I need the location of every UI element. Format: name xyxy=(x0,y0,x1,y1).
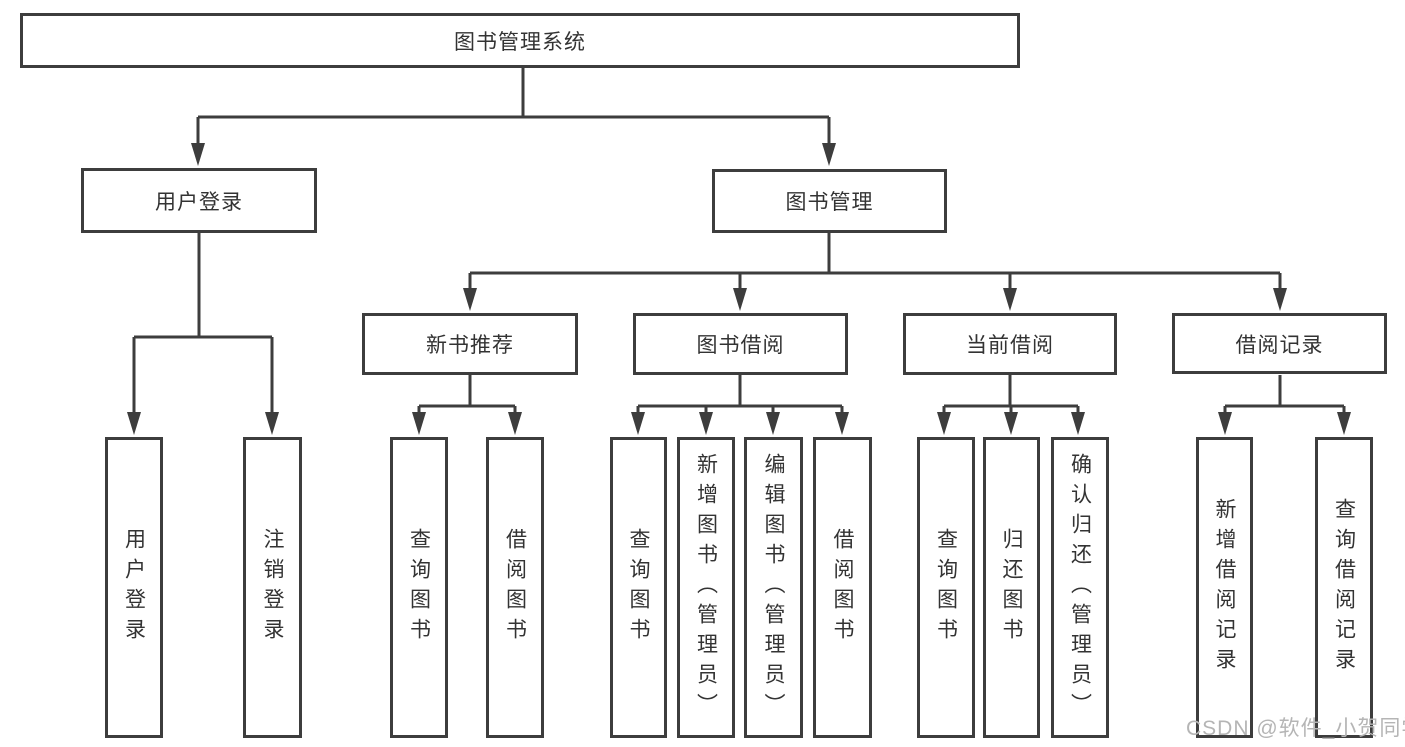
edge-root-to-level1 xyxy=(191,68,836,166)
arrowhead-icon xyxy=(127,412,141,435)
node-label: 查询借阅记录 xyxy=(1332,497,1356,678)
node-nb-borrow-book: 借阅图书 xyxy=(486,437,544,738)
arrowhead-icon xyxy=(191,143,205,166)
node-bb-add-book-admin: 新增图书（管理员） xyxy=(677,437,735,738)
edge-user-login-children xyxy=(127,233,279,435)
node-label: 当前借阅 xyxy=(966,334,1054,357)
node-label: 借阅图书 xyxy=(831,527,854,648)
node-user-login-leaf: 用户登录 xyxy=(105,437,163,738)
node-current-borrow: 当前借阅 xyxy=(903,313,1117,375)
node-book-borrow: 图书借阅 xyxy=(633,313,848,375)
node-bb-edit-book-admin: 编辑图书（管理员） xyxy=(744,437,803,738)
arrowhead-icon xyxy=(822,143,836,166)
edge-current-borrow-children xyxy=(937,375,1085,435)
node-system-root: 图书管理系统 xyxy=(20,13,1020,68)
node-label: 注销登录 xyxy=(261,527,284,648)
node-book-management: 图书管理 xyxy=(712,169,947,233)
node-label: 用户登录 xyxy=(122,527,146,648)
arrowhead-icon xyxy=(733,288,747,311)
arrowhead-icon xyxy=(1071,412,1085,435)
node-label: 确认归还（管理员） xyxy=(1068,452,1092,723)
arrowhead-icon xyxy=(1218,412,1232,435)
arrowhead-icon xyxy=(766,412,780,435)
node-cb-query-book: 查询图书 xyxy=(917,437,975,738)
edge-book-borrow-children xyxy=(631,375,849,435)
node-label: 新增图书（管理员） xyxy=(694,452,718,723)
node-label: 新增借阅记录 xyxy=(1213,497,1236,678)
arrowhead-icon xyxy=(1003,288,1017,311)
arrowhead-icon xyxy=(508,412,522,435)
arrowhead-icon xyxy=(631,412,645,435)
node-label: 图书管理系统 xyxy=(454,30,586,54)
arrowhead-icon xyxy=(1273,288,1287,311)
node-bb-query-book: 查询图书 xyxy=(610,437,667,738)
node-label: 用户登录 xyxy=(155,190,243,214)
node-logout-leaf: 注销登录 xyxy=(243,437,302,738)
node-label: 图书借阅 xyxy=(696,334,785,357)
arrowhead-icon xyxy=(937,412,951,435)
node-bb-borrow-book: 借阅图书 xyxy=(813,437,872,738)
arrowhead-icon xyxy=(1337,412,1351,435)
node-label: 编辑图书（管理员） xyxy=(762,452,785,723)
node-br-query-record: 查询借阅记录 xyxy=(1315,437,1373,738)
node-cb-confirm-return-admin: 确认归还（管理员） xyxy=(1051,437,1109,738)
node-user-login: 用户登录 xyxy=(81,168,317,233)
arrowhead-icon xyxy=(463,288,477,311)
node-label: 新书推荐 xyxy=(426,334,514,357)
arrowhead-icon xyxy=(412,412,426,435)
arrowhead-icon xyxy=(699,412,713,435)
edge-new-book-children xyxy=(412,375,522,435)
arrowhead-icon xyxy=(1004,412,1018,435)
node-new-book-recommend: 新书推荐 xyxy=(362,313,578,375)
node-borrow-record: 借阅记录 xyxy=(1172,313,1387,374)
node-cb-return-book: 归还图书 xyxy=(983,437,1040,738)
node-label: 查询图书 xyxy=(407,527,431,648)
node-label: 图书管理 xyxy=(785,191,874,214)
edge-book-mgmt-children xyxy=(463,233,1287,311)
arrowhead-icon xyxy=(835,412,849,435)
csdn-watermark: CSDN @软件_小贺同学 xyxy=(1186,717,1405,740)
node-label: 借阅图书 xyxy=(503,527,527,648)
node-nb-query-book: 查询图书 xyxy=(390,437,448,738)
node-br-add-record: 新增借阅记录 xyxy=(1196,437,1253,738)
node-label: 查询图书 xyxy=(934,527,958,648)
arrowhead-icon xyxy=(265,412,279,435)
node-label: 归还图书 xyxy=(1000,527,1023,648)
edge-borrow-record-children xyxy=(1218,375,1351,435)
node-label: 查询图书 xyxy=(627,527,650,648)
node-label: 借阅记录 xyxy=(1235,333,1324,357)
